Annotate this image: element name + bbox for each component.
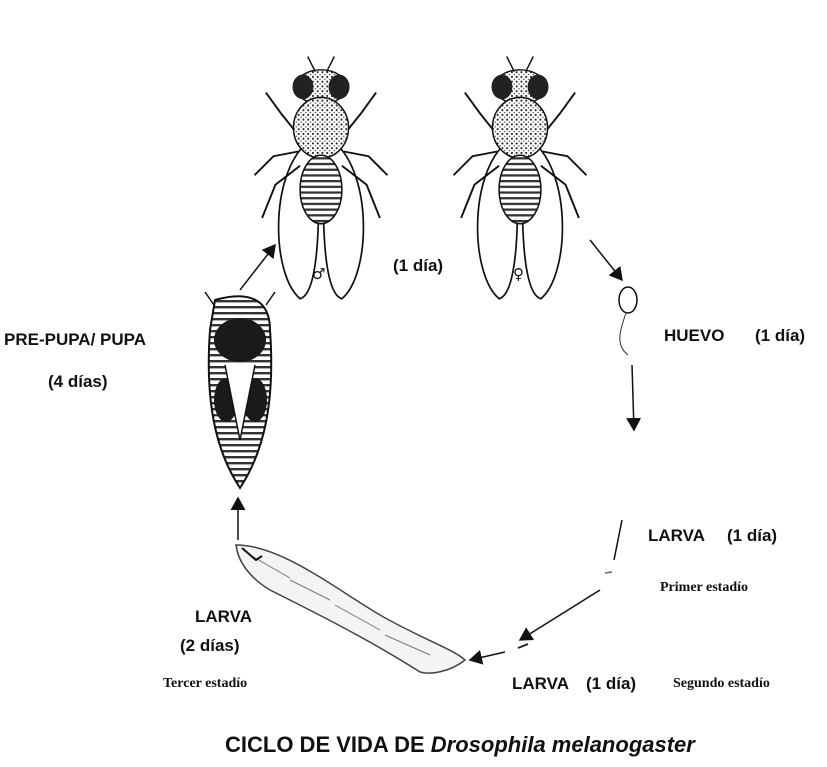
larva3-label: LARVA [195, 607, 252, 627]
pupa-duration-label: (4 días) [48, 372, 108, 392]
third-instar-larva-drawing [236, 545, 465, 673]
larva2-duration-label: (1 día) [586, 674, 636, 694]
larva1-duration-label: (1 día) [727, 526, 777, 546]
first-instar-larva-drawing [605, 572, 612, 573]
pupa-drawing [205, 292, 275, 488]
egg-duration-label: (1 día) [755, 326, 805, 346]
title-prefix: CICLO DE VIDA DE [225, 732, 425, 757]
diagram-title: CICLO DE VIDA DE Drosophila melanogaster [225, 732, 695, 758]
larva1-label: LARVA [648, 526, 705, 546]
larva1-stage-label: Primer estadío [660, 580, 748, 596]
female-symbol: ♀ [513, 265, 524, 283]
adult-duration-label: (1 día) [393, 256, 443, 276]
egg-label: HUEVO [664, 326, 724, 346]
male-fly-drawing [255, 56, 388, 298]
larva2-label: LARVA [512, 674, 569, 694]
larva3-duration-label: (2 días) [180, 636, 240, 656]
larva2-stage-label: Segundo estadío [673, 676, 770, 692]
title-species: Drosophila melanogaster [431, 732, 695, 757]
pupa-label: PRE-PUPA/ PUPA [4, 330, 146, 350]
larva3-stage-label: Tercer estadío [163, 676, 247, 692]
female-fly-drawing [454, 56, 587, 298]
second-instar-larva-drawing [518, 644, 528, 648]
egg-drawing [619, 287, 637, 355]
male-symbol: ♂ [312, 265, 325, 283]
